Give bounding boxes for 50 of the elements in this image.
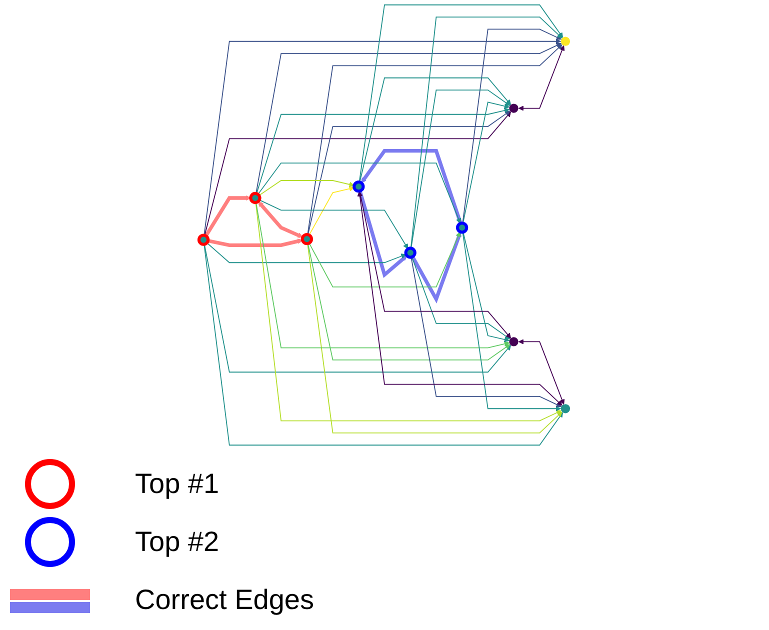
arrow xyxy=(308,186,354,236)
arrow xyxy=(256,202,510,348)
arrow xyxy=(258,162,462,224)
arrow xyxy=(518,45,565,111)
arrow xyxy=(307,243,562,434)
node-circle xyxy=(560,404,570,414)
node-circle xyxy=(300,232,314,246)
arrow xyxy=(359,190,512,338)
arrow xyxy=(204,244,512,373)
node-circle xyxy=(197,234,210,246)
arrow xyxy=(359,77,512,183)
arrow xyxy=(358,190,408,278)
arrow xyxy=(410,16,562,249)
legend-label: Top #1 xyxy=(135,468,220,500)
node-circle xyxy=(352,180,365,193)
node-circle xyxy=(404,246,416,259)
arrow xyxy=(308,232,461,288)
arrow xyxy=(255,202,562,422)
node-circle xyxy=(249,192,262,204)
arrow xyxy=(411,256,510,340)
arrow xyxy=(258,180,354,196)
arrow xyxy=(462,28,562,224)
arrow xyxy=(204,195,251,237)
arrow xyxy=(357,191,562,406)
node-circle xyxy=(509,337,518,346)
arrow xyxy=(410,256,562,408)
node-circle xyxy=(456,222,468,234)
node-circle xyxy=(560,36,570,46)
arrow xyxy=(258,201,303,238)
arrow xyxy=(256,42,562,194)
arrow xyxy=(307,243,510,360)
arrow xyxy=(258,200,408,250)
node-circle xyxy=(509,104,518,113)
arrow xyxy=(361,149,462,224)
arrow xyxy=(358,4,564,183)
arrow xyxy=(308,110,510,236)
arrow xyxy=(462,232,510,342)
arrow xyxy=(410,90,510,249)
arrow xyxy=(208,238,303,247)
legend-label: Correct Edges xyxy=(135,584,314,616)
arrow xyxy=(204,38,562,236)
arrow xyxy=(206,242,406,264)
legend-label: Top #2 xyxy=(135,526,220,558)
arrow xyxy=(307,44,562,236)
arrow xyxy=(204,244,564,446)
arrow xyxy=(462,232,562,412)
arrow xyxy=(204,112,512,236)
arrow xyxy=(256,108,510,194)
arrow xyxy=(462,102,510,224)
arrow xyxy=(518,339,565,405)
